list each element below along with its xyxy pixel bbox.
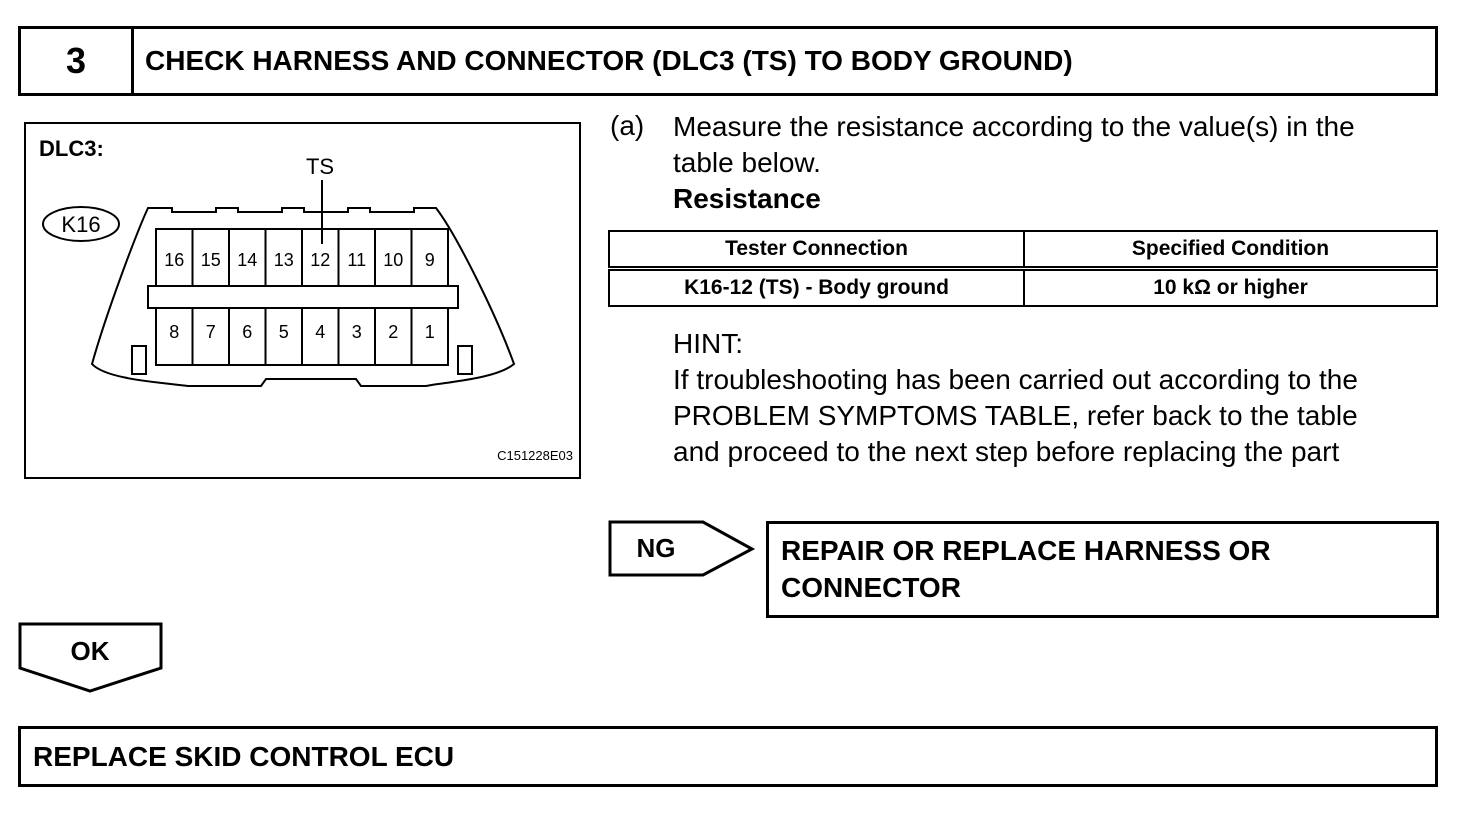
- ng-result-line-1: REPAIR OR REPLACE HARNESS OR: [781, 535, 1271, 566]
- cell-tester-connection: K16-12 (TS) - Body ground: [608, 267, 1025, 307]
- pin-number-3: 3: [352, 322, 362, 342]
- step-instruction: Measure the resistance according to the …: [673, 109, 1355, 217]
- cell-specified-condition: 10 kΩ or higher: [1023, 267, 1438, 307]
- pin-number-16: 16: [164, 250, 184, 270]
- resistance-table: Tester Connection Specified Condition K1…: [608, 230, 1438, 307]
- step-title: CHECK HARNESS AND CONNECTOR (DLC3 (TS) T…: [145, 45, 1073, 76]
- connector-code: K16: [61, 212, 100, 237]
- image-code: C151228E03: [497, 448, 573, 463]
- pin-number-11: 11: [347, 250, 366, 270]
- ng-result-line-2: CONNECTOR: [781, 572, 961, 603]
- dlc3-connector-figure: DLC3: TS K16 16 15 14 13 12 11 10 9 8 7 6 5 4 3 2 1 C15…: [24, 122, 581, 479]
- instruction-line-2: table below.: [673, 147, 821, 178]
- hint-line-2: PROBLEM SYMPTOMS TABLE, refer back to th…: [673, 400, 1358, 431]
- pin-number-14: 14: [237, 250, 257, 270]
- right-latch: [457, 345, 473, 375]
- step-number: 3: [21, 29, 134, 93]
- pin-number-10: 10: [383, 250, 403, 270]
- instruction-line-1: Measure the resistance according to the …: [673, 111, 1355, 142]
- pin-number-5: 5: [279, 322, 289, 342]
- ok-result-box: REPLACE SKID CONTROL ECU: [18, 726, 1438, 787]
- hint-block: HINT: If troubleshooting has been carrie…: [673, 326, 1358, 470]
- pin-number-2: 2: [388, 322, 398, 342]
- pin-number-9: 9: [425, 250, 435, 270]
- ng-label: NG: [637, 533, 676, 563]
- hint-line-1: If troubleshooting has been carried out …: [673, 364, 1358, 395]
- connector-diagram: DLC3: TS K16 16 15 14 13 12 11 10 9 8 7 6 5 4 3 2 1: [39, 136, 516, 387]
- connector-code-ellipse: [42, 206, 120, 242]
- ok-label: OK: [71, 636, 110, 666]
- pin-number-4: 4: [315, 322, 325, 342]
- header-tester-connection: Tester Connection: [608, 230, 1025, 271]
- terminal-label: TS: [306, 154, 334, 179]
- pin-number-15: 15: [201, 250, 221, 270]
- pin-number-6: 6: [242, 322, 252, 342]
- header-specified-condition: Specified Condition: [1023, 230, 1438, 271]
- left-latch: [131, 345, 147, 375]
- connector-housing: [90, 207, 516, 387]
- pin-number-13: 13: [274, 250, 294, 270]
- hint-label: HINT:: [673, 328, 743, 359]
- pin-number-7: 7: [206, 322, 216, 342]
- ng-result-box: REPAIR OR REPLACE HARNESS OR CONNECTOR: [766, 521, 1439, 618]
- ok-result-text: REPLACE SKID CONTROL ECU: [33, 740, 455, 772]
- ng-arrow: NG: [608, 520, 756, 577]
- ok-arrow: OK: [18, 622, 163, 693]
- pin-number-8: 8: [169, 322, 179, 342]
- pin-number-12: 12: [310, 250, 330, 270]
- center-bar: [147, 285, 459, 309]
- table-row: K16-12 (TS) - Body ground 10 kΩ or highe…: [608, 267, 1438, 307]
- step-letter: (a): [610, 110, 645, 141]
- resistance-subheading: Resistance: [673, 183, 821, 214]
- step-header: 3 CHECK HARNESS AND CONNECTOR (DLC3 (TS)…: [18, 26, 1438, 96]
- hint-line-3: and proceed to the next step before repl…: [673, 436, 1340, 467]
- figure-title: DLC3:: [39, 136, 104, 161]
- pin-number-1: 1: [425, 322, 435, 342]
